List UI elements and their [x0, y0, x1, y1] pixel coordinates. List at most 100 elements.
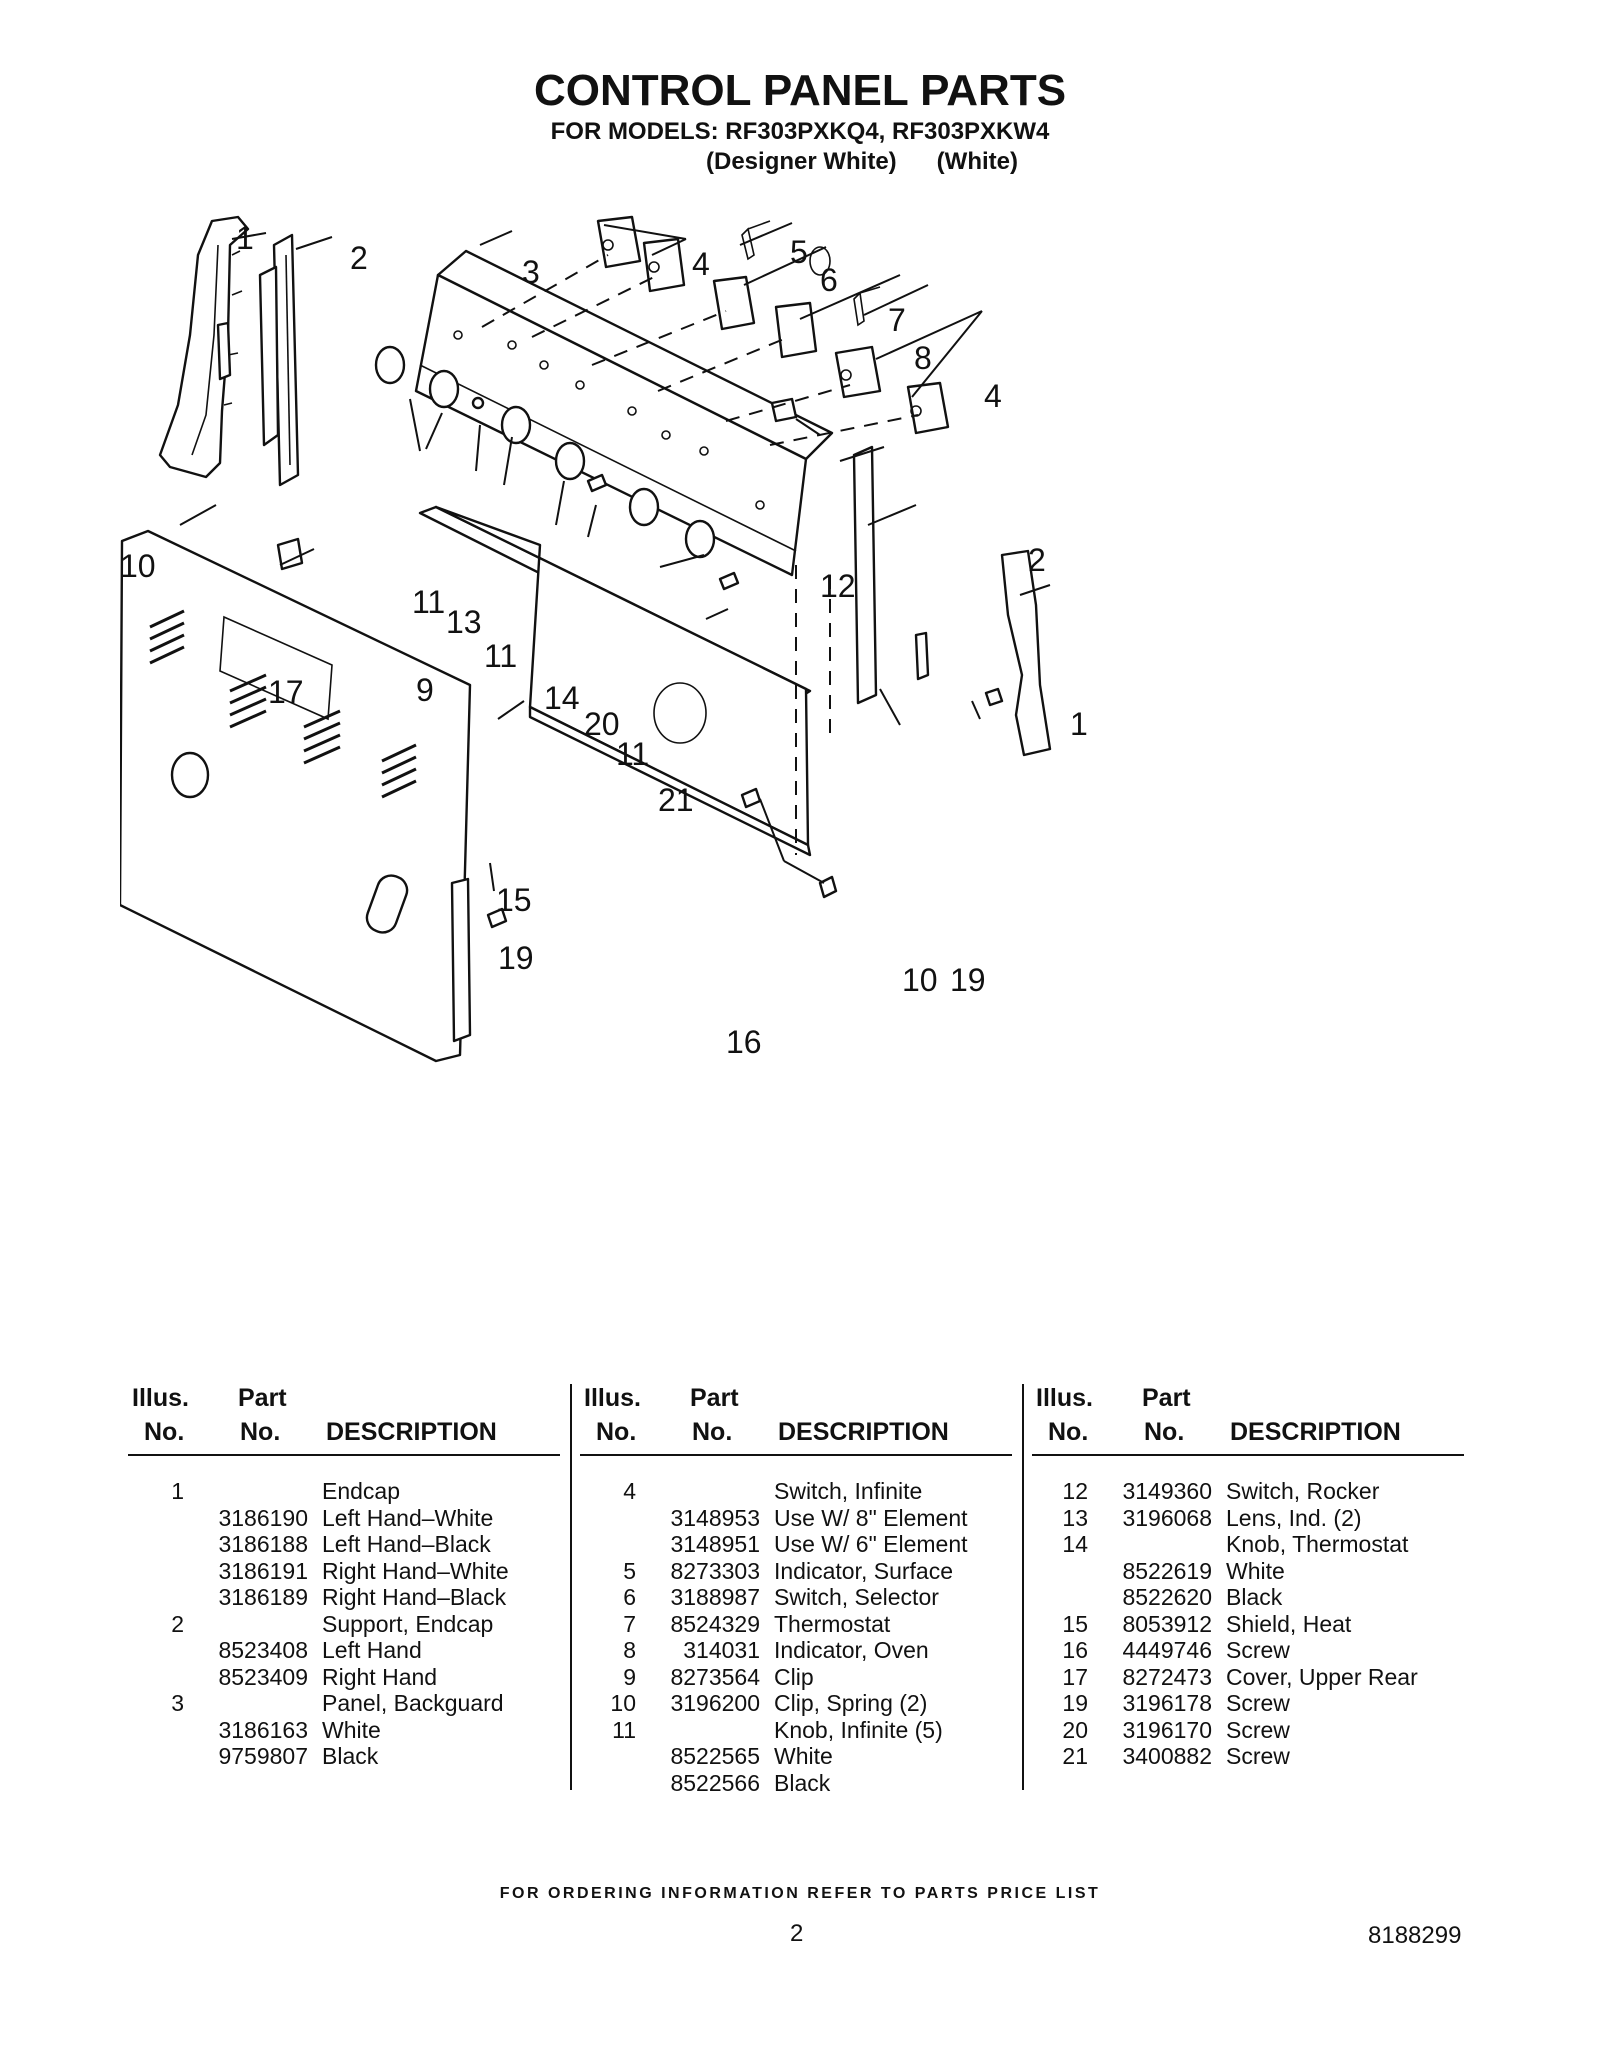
thermostat-capillary — [809, 246, 831, 276]
part-description: Use W/ 8" Element — [774, 1504, 968, 1531]
part-number — [184, 1478, 308, 1505]
part-description: Screw — [1226, 1637, 1290, 1663]
callout-4: 4 — [692, 246, 710, 282]
illus-number — [128, 1584, 184, 1611]
variants-line: (Designer White) (White) — [706, 148, 1018, 175]
header-part: Part — [238, 1384, 287, 1412]
spring-clip-right — [914, 631, 930, 681]
part-number: 3148953 — [670, 1504, 760, 1531]
indicator-lens — [471, 396, 485, 410]
callout-1b: 1 — [1070, 706, 1088, 742]
part-number: 3186188 — [218, 1531, 308, 1557]
part-description: Lens, Ind. (2) — [1226, 1504, 1362, 1531]
callout-9: 9 — [416, 672, 434, 708]
callout-2: 2 — [350, 240, 368, 276]
part-description: Switch, Selector — [774, 1584, 939, 1610]
illus-number: 5 — [623, 1557, 636, 1584]
clip-9 — [276, 537, 304, 571]
surface-indicator — [741, 220, 771, 261]
illus-number: 9 — [623, 1663, 636, 1690]
page-number: 2 — [790, 1920, 804, 1947]
part-number: 3188987 — [670, 1584, 760, 1610]
part-description: Left Hand–Black — [322, 1531, 491, 1557]
screw-16b — [818, 875, 838, 899]
part-number: 8522620 — [1122, 1584, 1212, 1610]
part-number — [636, 1717, 760, 1744]
callout-13: 13 — [446, 604, 482, 640]
callout-17: 17 — [268, 674, 304, 710]
support-endcap-right — [852, 445, 878, 705]
rocker-switch — [770, 397, 798, 423]
header-part: Part — [690, 1384, 739, 1412]
part-number: 9759807 — [218, 1743, 308, 1769]
callout-3: 3 — [522, 254, 540, 290]
upper-rear-cover — [120, 529, 472, 1063]
illus-number: 6 — [623, 1584, 636, 1610]
header-illus-no: No. — [144, 1418, 185, 1446]
illus-number — [580, 1770, 636, 1797]
part-number: 3400882 — [1122, 1743, 1212, 1769]
part-description: Right Hand–White — [322, 1557, 509, 1584]
part-description: Switch, Infinite — [774, 1478, 923, 1504]
callout-15: 15 — [496, 882, 532, 918]
illus-number: 13 — [1062, 1504, 1088, 1531]
illus-number — [580, 1505, 636, 1532]
header-description: DESCRIPTION — [1230, 1418, 1401, 1446]
spring-clip-left — [216, 321, 232, 381]
callout-5: 5 — [790, 234, 808, 270]
parts-table-header: Illus. No. Part No. DESCRIPTION — [128, 1384, 560, 1456]
illus-number: 21 — [1062, 1743, 1088, 1769]
part-number: 3186163 — [218, 1716, 308, 1743]
illus-number: 8 — [623, 1637, 636, 1663]
illus-number — [128, 1531, 184, 1558]
part-description: Thermostat — [774, 1610, 891, 1637]
part-description: Screw — [1226, 1743, 1290, 1769]
callout-2b: 2 — [1028, 542, 1046, 578]
illus-number — [128, 1717, 184, 1744]
part-number: 314031 — [683, 1637, 760, 1663]
part-description: Knob, Thermostat — [1226, 1531, 1409, 1557]
part-number: 8523409 — [218, 1663, 308, 1690]
part-number: 8522619 — [1122, 1557, 1212, 1584]
part-description: Knob, Infinite (5) — [774, 1716, 943, 1743]
illus-number: 20 — [1062, 1716, 1088, 1743]
table-row: 14 Knob, Thermostat — [1032, 1531, 1464, 1558]
part-number: 3186190 — [218, 1504, 308, 1531]
illus-number: 3 — [171, 1690, 184, 1716]
part-number: 8272473 — [1122, 1663, 1212, 1690]
part-number — [184, 1611, 308, 1638]
selector-switch — [712, 275, 756, 331]
header-part-no: No. — [1144, 1418, 1185, 1446]
header-illus: Illus. — [584, 1384, 641, 1412]
callout-11b: 11 — [484, 638, 517, 674]
column-divider-2 — [1022, 1384, 1024, 1790]
callout-4b: 4 — [984, 378, 1002, 414]
part-number: 3186189 — [218, 1584, 308, 1610]
callout-19b: 19 — [950, 962, 986, 998]
illus-number: 19 — [1062, 1690, 1088, 1716]
part-number: 8522566 — [670, 1769, 760, 1796]
illus-number: 14 — [1062, 1531, 1088, 1557]
callout-6: 6 — [820, 262, 838, 298]
callout-11c: 11 — [616, 736, 649, 772]
thermostat — [774, 301, 818, 359]
callout-7: 7 — [888, 302, 906, 338]
part-description: Screw — [1226, 1716, 1290, 1743]
screw-21 — [718, 571, 740, 591]
callout-8: 8 — [914, 340, 932, 376]
illus-number: 7 — [623, 1610, 636, 1637]
